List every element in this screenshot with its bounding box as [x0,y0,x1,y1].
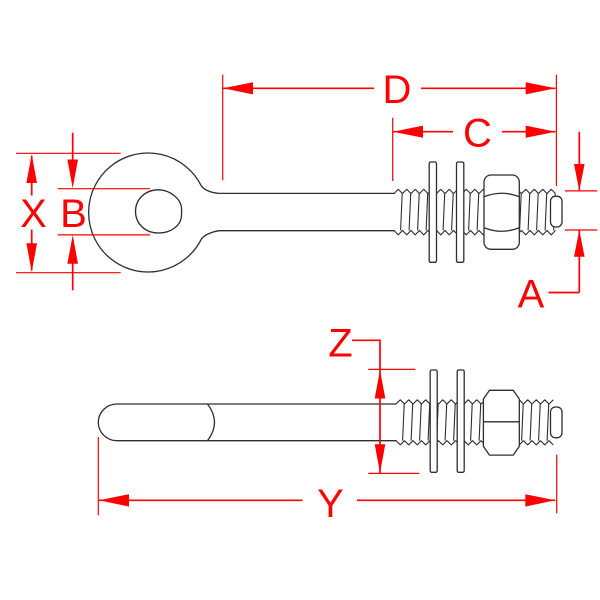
top-view-eye-bolt [87,152,563,273]
thread-crest-top [393,188,556,195]
washer-2 [456,369,465,473]
dimension-label-z: Z [328,322,352,366]
thread-crest-top [395,399,554,405]
rod-outline [97,403,397,442]
arrowhead-left [223,82,253,95]
bolt-tip [549,195,563,228]
arrowhead-up [26,154,37,183]
arrowhead-left [99,494,129,507]
thread-crest-bottom [393,229,556,236]
arrowhead-right [525,125,556,138]
bolt-tip [549,406,563,439]
dimension-Z: Z [328,322,420,474]
dimension-label-x: X [20,192,47,236]
arrowhead-up [67,235,78,264]
dimension-A: A [518,131,598,317]
tick-line [368,368,420,474]
washer-2 [455,161,465,263]
tick-line [565,190,598,231]
arrowhead-right [525,494,556,507]
eye-and-shank-outline [87,152,395,273]
dimension-Y: Y [97,437,558,526]
washer-1 [429,369,438,473]
leader-and-dimension-line [352,339,381,473]
arrowhead-down [26,243,37,272]
dimension-label-a: A [518,273,545,317]
dimension-label-b: B [60,192,87,236]
eye-edge-arc [206,403,216,442]
dimension-B: B [57,132,150,291]
arrowhead-left [393,125,423,138]
hex-nut-facet-line-bottom [484,227,520,232]
hex-nut [482,389,520,456]
dimension-C: C [392,112,556,181]
dimension-label-y: Y [317,482,344,526]
arrowhead-up [574,230,585,257]
dimension-label-c: C [463,112,492,156]
eye-hole [134,189,183,234]
hex-nut-facet-line-top [484,192,520,198]
washer-1 [428,161,438,263]
arrowhead-down [574,164,585,191]
thread-flanks [400,193,556,231]
tick-line [16,152,121,274]
hex-nut [483,174,520,250]
arrowhead-down [67,159,78,189]
arrowhead-down [374,444,386,473]
dimension-D: D [222,68,557,186]
tick-line [57,188,150,236]
dimension-X: X [16,152,121,274]
bottom-view-eye-bolt [97,369,563,473]
thread-flanks [402,403,550,441]
thread-crest-bottom [395,440,554,446]
arrowhead-up [374,370,386,399]
arrowhead-right [525,82,556,95]
dimension-label-d: D [383,68,412,112]
